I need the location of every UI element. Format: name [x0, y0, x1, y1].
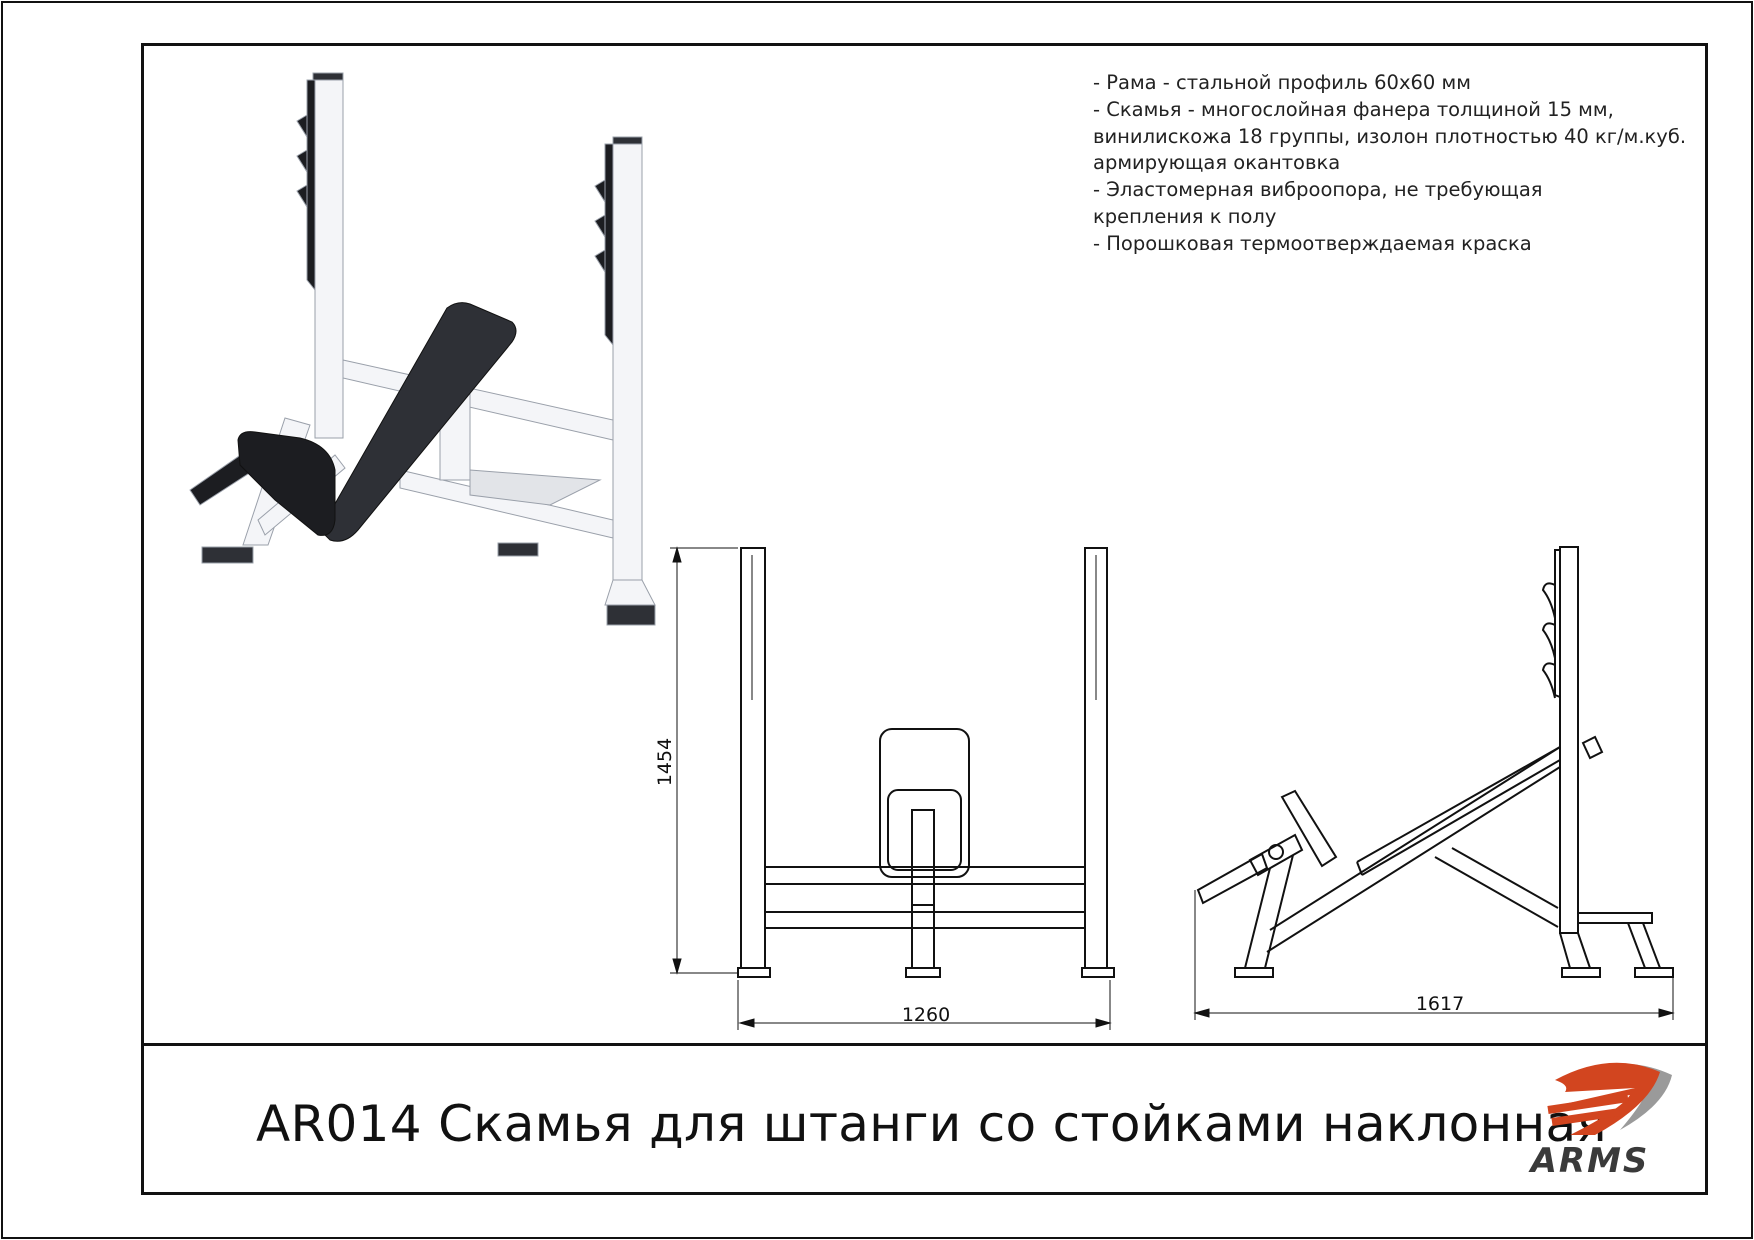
dimension-width-label: 1260 [902, 1004, 950, 1026]
product-title: AR014 Скамья для штанги со стойками накл… [256, 1095, 1607, 1153]
spec-line: армирующая окантовка [1093, 151, 1341, 175]
bench-3d-render [189, 72, 656, 626]
spec-line: - Скамья - многослойная фанера толщиной … [1093, 97, 1614, 121]
side-view-drawing [1193, 546, 1675, 1020]
spec-line: крепления к полу [1093, 204, 1277, 228]
dimension-length-label: 1617 [1416, 993, 1464, 1015]
inner-frame [141, 43, 1708, 1195]
spec-line: - Рама - стальной профиль 60х60 мм [1093, 71, 1471, 94]
spec-line: - Порошковая термоотверждаемая краска [1093, 231, 1532, 255]
svg-text:ARMS: ARMS [1528, 1141, 1650, 1180]
specifications-list: - Рама - стальной профиль 60х60 мм - Ска… [1093, 70, 1686, 258]
spec-line: винилискожа 18 группы, изолон плотностью… [1093, 124, 1687, 148]
title-divider [141, 1043, 1708, 1046]
arms-logo: ARMS [1528, 1062, 1672, 1180]
front-view-drawing [670, 546, 1115, 1030]
dimension-height-label: 1454 [654, 738, 676, 786]
spec-line: - Эластомерная виброопора, не требующая [1093, 178, 1543, 202]
